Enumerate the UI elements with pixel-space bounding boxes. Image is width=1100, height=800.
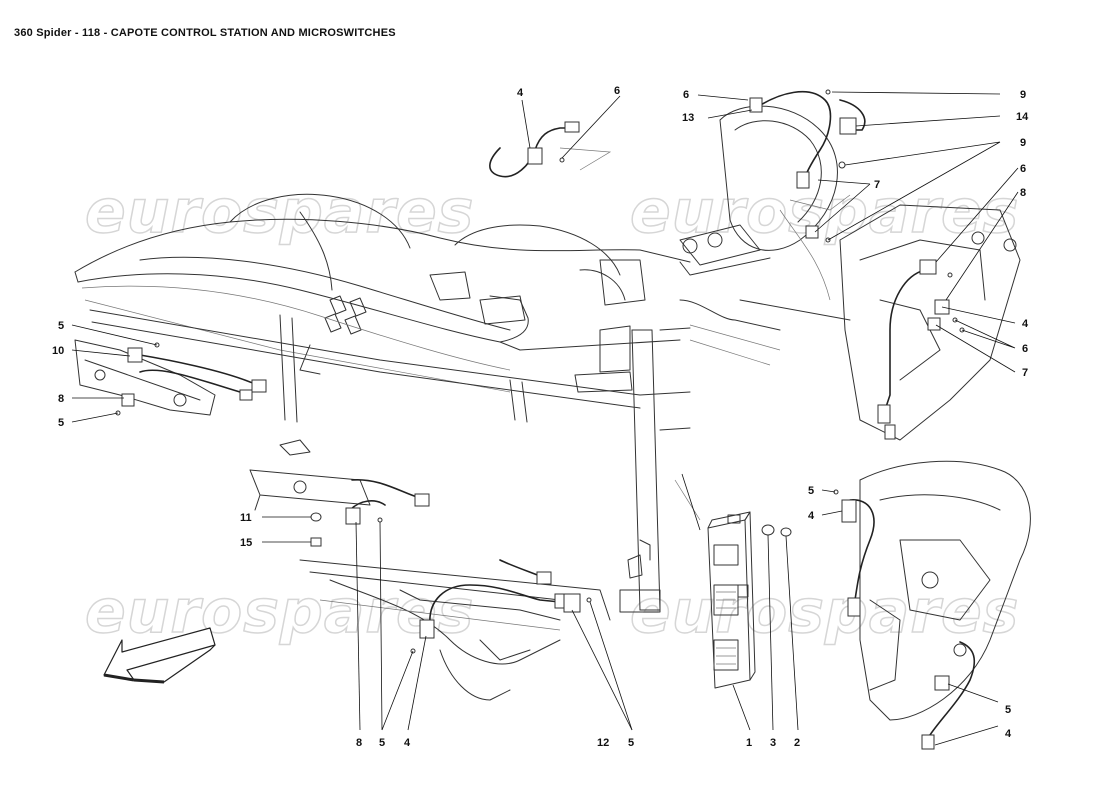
microswitch bbox=[527, 147, 543, 165]
callout-labels: 4 6 6 13 9 14 9 7 6 8 4 6 7 5 10 8 5 11 … bbox=[52, 85, 1029, 749]
callout-label: 10 bbox=[52, 345, 64, 357]
callout-label: 5 bbox=[379, 737, 385, 749]
callout-label: 7 bbox=[874, 179, 880, 191]
callout-label: 8 bbox=[356, 737, 362, 749]
watermark: eurospares bbox=[630, 177, 1019, 247]
harness-detail-left bbox=[74, 339, 267, 416]
callout-label: 3 bbox=[770, 737, 776, 749]
callout-label: 4 bbox=[517, 87, 524, 99]
callout-label: 2 bbox=[794, 737, 800, 749]
washer bbox=[761, 524, 775, 536]
callout-label: 4 bbox=[404, 737, 411, 749]
callout-label: 7 bbox=[1022, 367, 1028, 379]
microswitch-detail-top bbox=[489, 121, 612, 178]
mechanism-detail-bottom-right bbox=[833, 460, 1031, 750]
callout-label: 6 bbox=[1022, 343, 1028, 355]
callout-label: 8 bbox=[1020, 187, 1026, 199]
direction-arrow bbox=[103, 627, 216, 684]
callout-label: 5 bbox=[808, 485, 814, 497]
callout-label: 14 bbox=[1016, 111, 1029, 123]
switch-bracket-center bbox=[310, 479, 430, 547]
callout-label: 4 bbox=[1022, 318, 1029, 330]
washer bbox=[310, 512, 322, 522]
callout-label: 6 bbox=[1020, 163, 1026, 175]
connector bbox=[564, 121, 580, 133]
callout-label: 5 bbox=[58, 417, 64, 429]
microswitch bbox=[345, 507, 361, 525]
roof-frame-assembly bbox=[74, 193, 781, 701]
microswitch bbox=[419, 619, 435, 639]
callout-label: 4 bbox=[808, 510, 815, 522]
leader-lines bbox=[71, 91, 1019, 746]
callout-label: 1 bbox=[746, 737, 752, 749]
watermark: eurospares bbox=[85, 177, 474, 247]
callout-label: 9 bbox=[1020, 137, 1026, 149]
linkage-switch-detail bbox=[410, 559, 592, 654]
nut bbox=[780, 527, 792, 537]
callout-label: 15 bbox=[240, 537, 252, 549]
callout-label: 9 bbox=[1020, 89, 1026, 101]
microswitch bbox=[934, 675, 950, 691]
control-station-unit bbox=[674, 479, 792, 689]
callout-label: 5 bbox=[58, 320, 64, 332]
callout-label: 4 bbox=[1005, 728, 1012, 740]
watermark: eurospares bbox=[630, 577, 1019, 647]
callout-label: 12 bbox=[597, 737, 609, 749]
callout-label: 6 bbox=[614, 85, 620, 97]
microswitch bbox=[563, 593, 581, 613]
callout-label: 13 bbox=[682, 112, 694, 124]
microswitch-detail-right bbox=[739, 204, 1021, 441]
callout-label: 5 bbox=[1005, 704, 1011, 716]
callout-label: 6 bbox=[683, 89, 689, 101]
roof-bracket-detail-top-right bbox=[679, 89, 866, 276]
callout-label: 5 bbox=[628, 737, 634, 749]
page-title: 360 Spider - 118 - CAPOTE CONTROL STATIO… bbox=[14, 27, 396, 39]
callout-label: 11 bbox=[240, 512, 252, 524]
microswitch bbox=[841, 499, 857, 523]
callout-label: 8 bbox=[58, 393, 64, 405]
